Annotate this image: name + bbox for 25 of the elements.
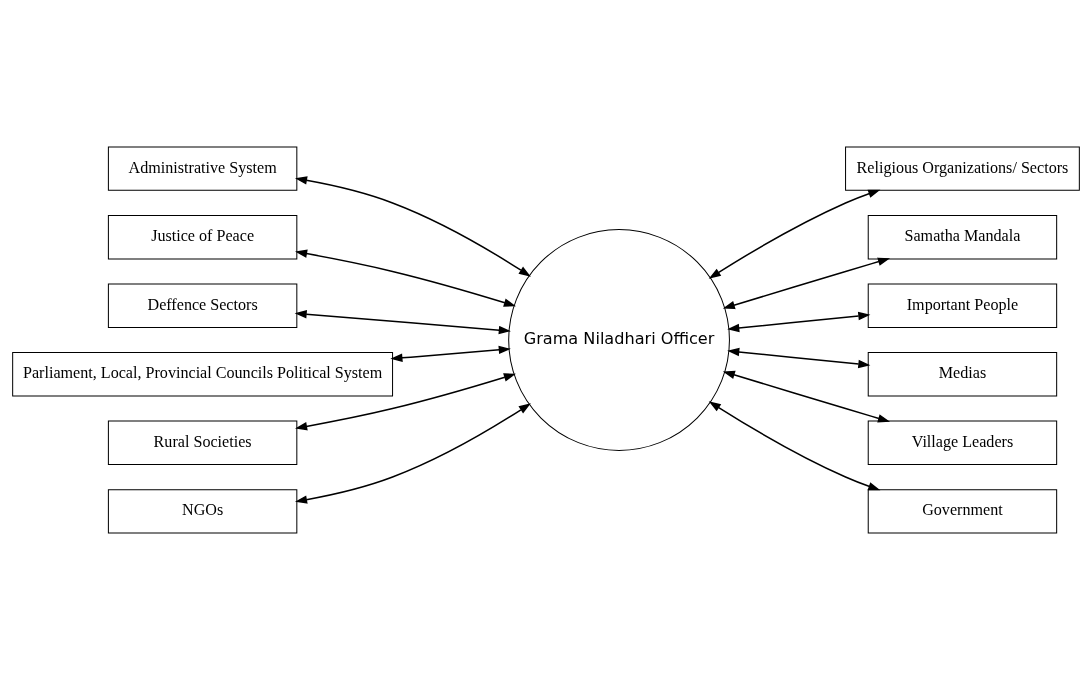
node-box: Administrative System xyxy=(107,146,298,191)
arrow xyxy=(727,347,871,368)
arrow xyxy=(295,402,531,504)
arrow xyxy=(390,345,511,362)
node-circle: Grama Niladhari Officer xyxy=(508,228,730,451)
arrow xyxy=(295,175,531,277)
arrow xyxy=(722,257,891,309)
node-box: NGOs xyxy=(107,488,298,533)
arrow xyxy=(708,400,881,490)
arrow xyxy=(295,372,516,430)
node-box: Medias xyxy=(867,351,1058,396)
arrow xyxy=(295,249,516,307)
node-box: Deffence Sectors xyxy=(107,283,298,328)
node-box: Justice of Peace xyxy=(107,214,298,259)
node-box: Parliament, Local, Provincial Councils Political System xyxy=(12,351,394,396)
node-box: Religious Organizations/ Sectors xyxy=(845,146,1080,191)
node-box: Village Leaders xyxy=(867,420,1058,465)
arrow xyxy=(294,309,511,334)
arrow xyxy=(722,370,891,422)
node-box: Government xyxy=(867,488,1058,533)
node-box: Samatha Mandala xyxy=(867,214,1058,259)
arrow xyxy=(708,189,881,279)
node-box: Important People xyxy=(867,283,1058,328)
node-box: Rural Societies xyxy=(107,420,298,465)
arrow xyxy=(727,311,871,332)
